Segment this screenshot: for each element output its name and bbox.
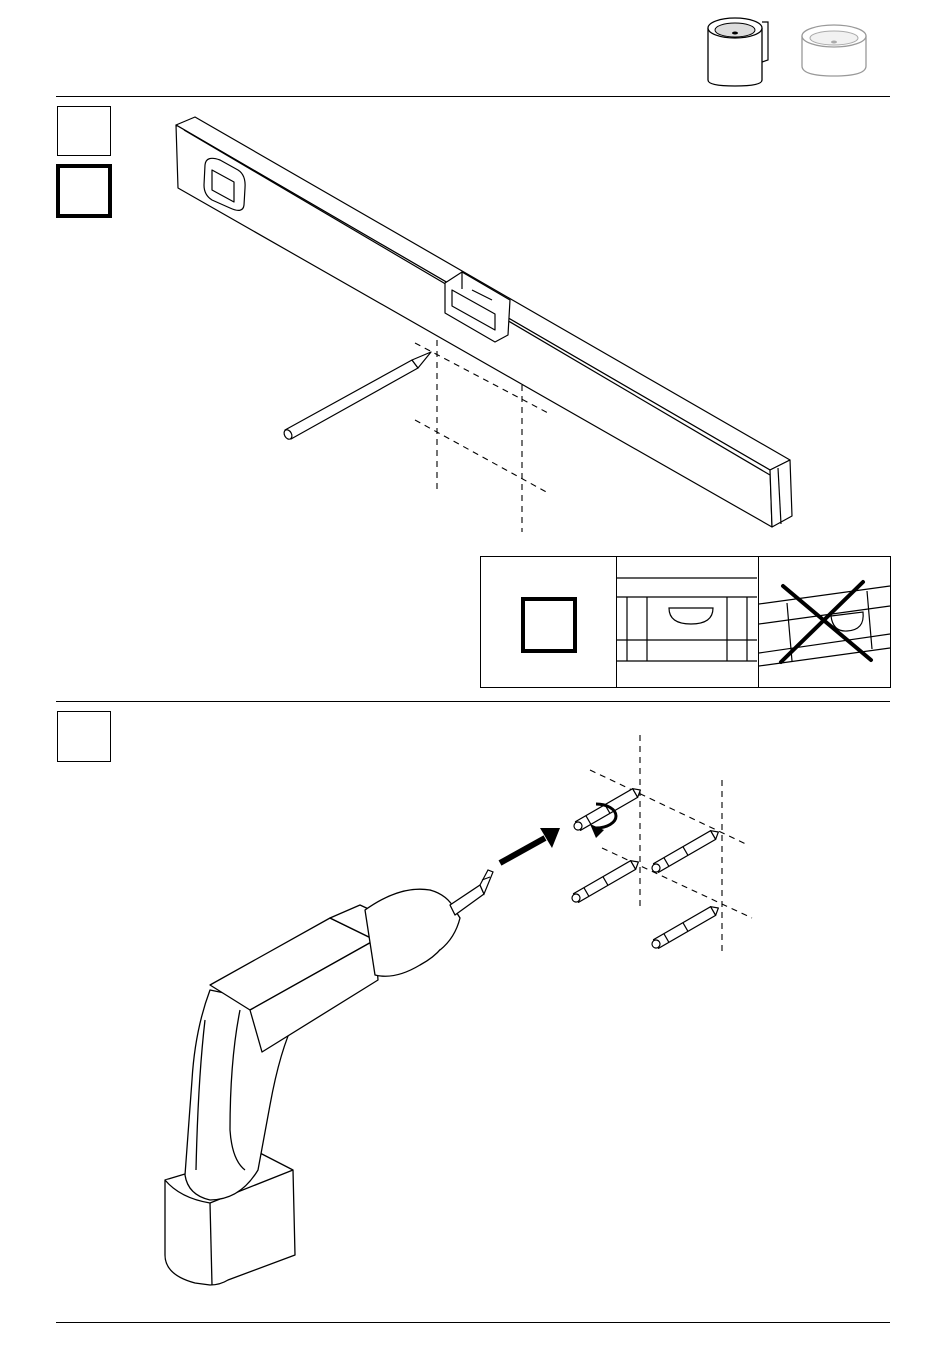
ok-checkbox bbox=[521, 597, 577, 653]
spirit-level-icon bbox=[176, 117, 792, 527]
drilling-illustration bbox=[0, 700, 950, 1320]
spirit-level-illustration bbox=[0, 0, 950, 560]
level-bubble-centered bbox=[617, 558, 757, 686]
level-bubble-tilted-crossed bbox=[759, 558, 890, 686]
push-arrow-icon bbox=[500, 828, 560, 863]
bottom-divider bbox=[56, 1322, 890, 1323]
drill-bit-icon bbox=[480, 870, 493, 894]
wall-guide-lines bbox=[590, 735, 752, 955]
pencil-icon bbox=[283, 352, 431, 441]
drill-icon bbox=[165, 885, 484, 1285]
